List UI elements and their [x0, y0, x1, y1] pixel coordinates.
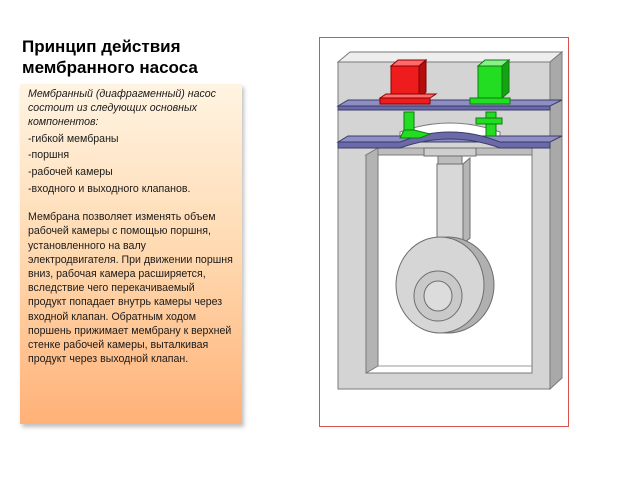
list-item: -гибкой мембраны: [28, 132, 119, 145]
components-list: -гибкой мембраны -поршня -рабочей камеры…: [28, 132, 236, 197]
diaphragm-pump-diagram: [336, 50, 564, 391]
list-item: -рабочей камеры: [28, 166, 113, 179]
description-paragraph: Мембрана позволяет изменять объем рабоче…: [28, 211, 233, 366]
connecting-rod: [436, 156, 471, 246]
description-box: Мембранный (диафрагменный) насос состоит…: [20, 84, 242, 424]
slide-title-line-2: мембранного насоса: [22, 58, 198, 77]
pump-diagram-frame: [319, 37, 569, 427]
crank-wheel: [395, 236, 495, 334]
slide-title: Принцип действия мембранного насоса: [22, 36, 302, 78]
list-item: -поршня: [28, 149, 70, 162]
inlet-valve: [378, 58, 438, 105]
intro-text: Мембранный (диафрагменный) насос состоит…: [28, 88, 216, 129]
slide-title-line-1: Принцип действия: [22, 37, 181, 56]
upper-gasket: [336, 99, 563, 111]
outlet-valve: [399, 58, 511, 139]
list-item: -входного и выходного клапанов.: [28, 183, 191, 195]
